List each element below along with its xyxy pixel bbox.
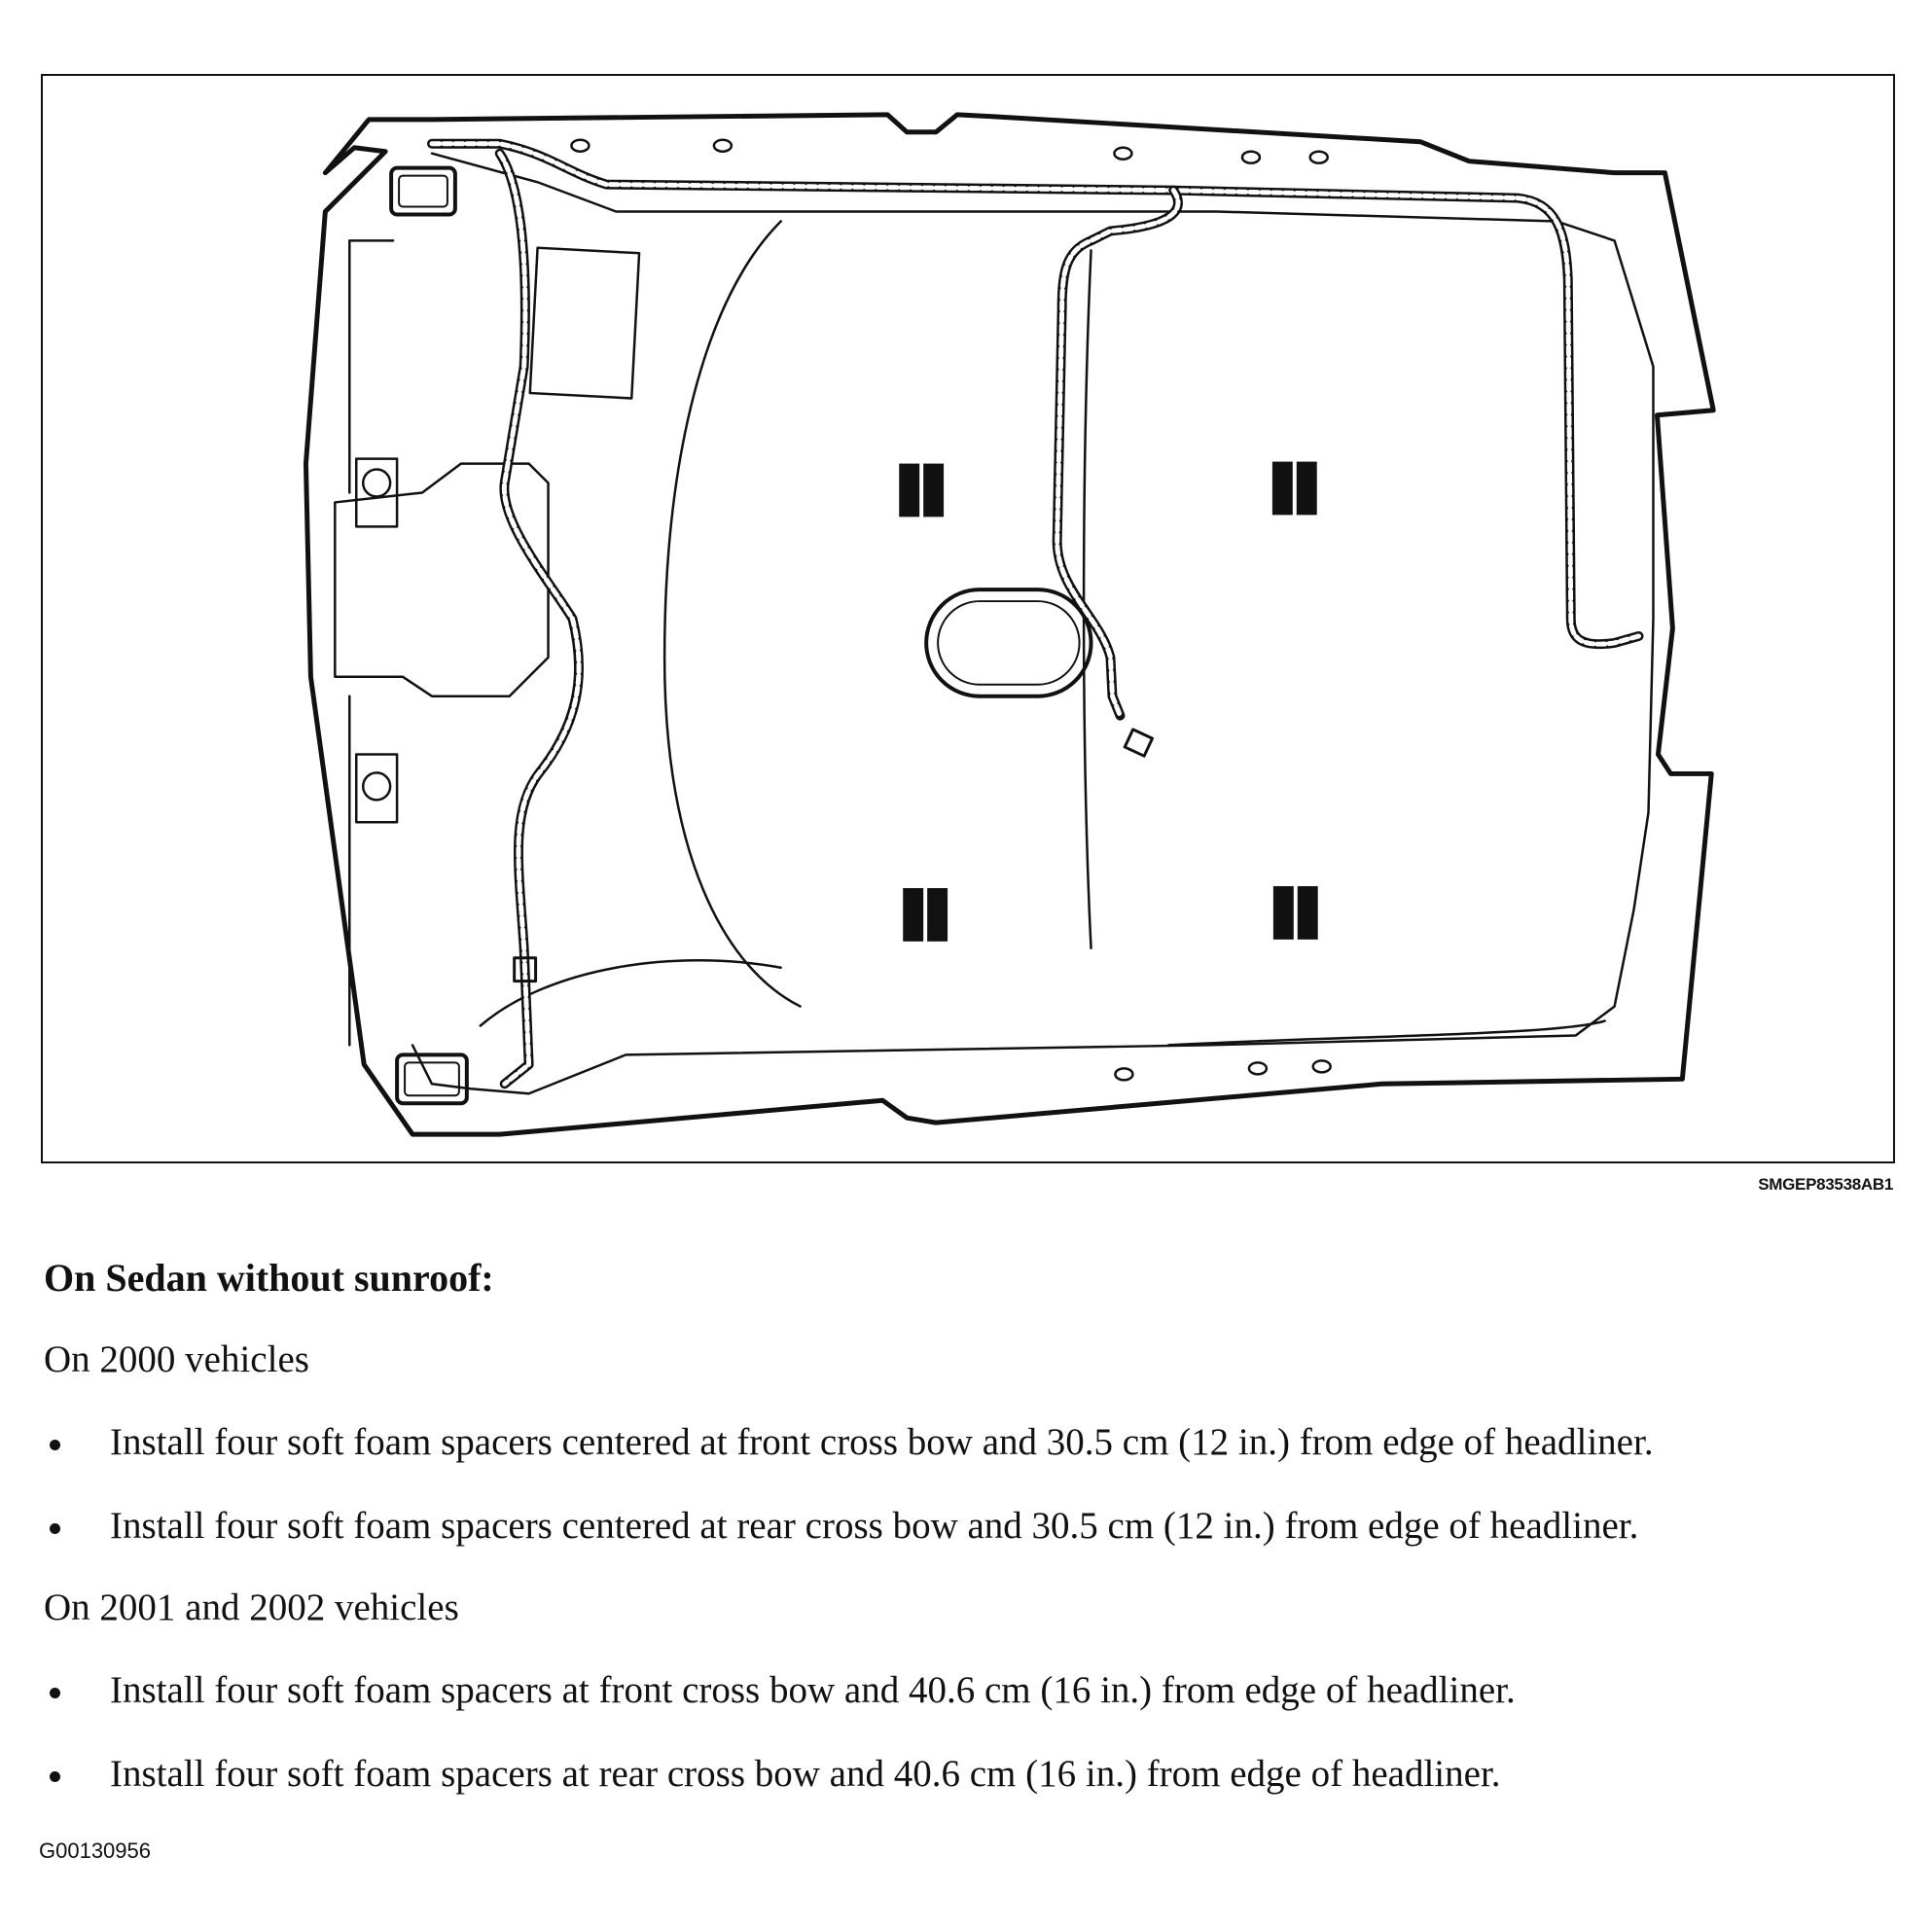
foam-spacer-icon [899,463,920,517]
foam-spacer-icon [1297,886,1318,940]
document-id: G00130956 [39,1838,151,1863]
foam-spacer-icon [1272,886,1294,940]
list-item: Install four soft foam spacers at rear c… [44,1752,1516,1836]
foam-spacer-icon [903,888,924,942]
foam-spacer-icon [927,888,948,942]
bullet-icon [50,1523,60,1534]
list-item-text: Install four soft foam spacers at rear c… [110,1753,1501,1795]
list-item: Install four soft foam spacers centered … [44,1504,1654,1588]
list-item: Install four soft foam spacers at front … [44,1668,1516,1752]
center-panel-outline [662,220,802,1008]
foam-spacer-icon [923,463,945,517]
list-item-text: Install four soft foam spacers centered … [110,1505,1639,1547]
sun-visor-clip-icon [389,165,457,217]
foam-spacer-icon [1271,461,1293,516]
bullet-icon [50,1440,60,1450]
headliner-inner-edge [411,152,1655,1095]
bullet-list-2001-2002: Install four soft foam spacers at front … [44,1668,1516,1836]
wiring-harness-icon [426,138,1644,1089]
dome-lamp-icon [924,588,1093,698]
bullet-icon [50,1688,60,1698]
bullet-icon [50,1771,60,1782]
section-heading: On Sedan without sunroof: [44,1256,494,1300]
bullet-list-2000: Install four soft foam spacers centered … [44,1420,1654,1588]
foam-spacer-group [899,461,1318,942]
figure-code: SMGEP83538AB1 [1758,1175,1893,1194]
figure-frame [41,74,1895,1163]
list-item-text: Install four soft foam spacers centered … [110,1421,1654,1463]
sun-visor-clip-icon [395,1053,469,1106]
list-item: Install four soft foam spacers centered … [44,1420,1654,1504]
foam-spacer-icon [1296,461,1317,516]
access-panel [528,246,641,400]
headliner-diagram [303,112,1716,1137]
list-item-text: Install four soft foam spacers at front … [110,1669,1516,1711]
headliner-outline [303,112,1716,1137]
group-label-2000: On 2000 vehicles [44,1338,309,1380]
group-label-2001-2002: On 2001 and 2002 vehicles [44,1587,459,1628]
